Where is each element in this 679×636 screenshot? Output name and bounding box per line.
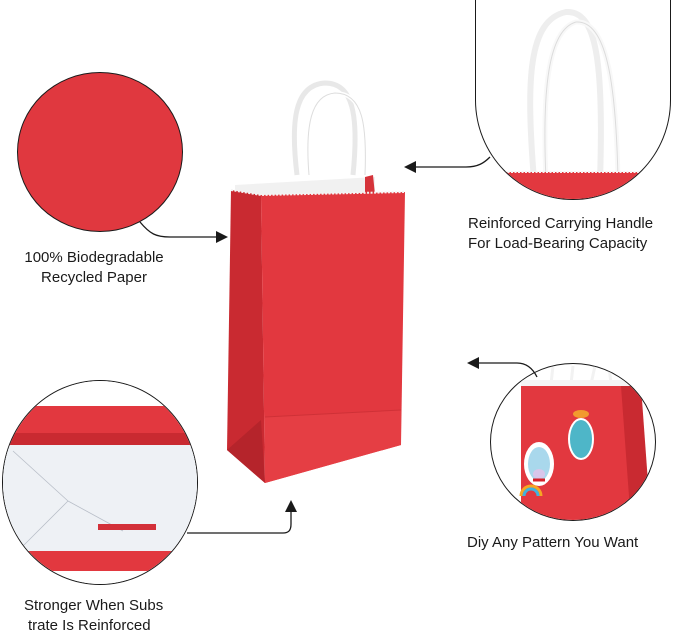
callout-handle-caption: Reinforced Carrying Handle For Load-Bear… — [468, 214, 653, 254]
diy-stickers-closeup — [490, 363, 656, 521]
arrow-right-icon — [139, 221, 228, 243]
callout-diy-caption: Diy Any Pattern You Want — [467, 533, 638, 553]
callout-bottom-line2: trate Is Reinforced — [28, 617, 151, 634]
arrow-left-icon — [404, 156, 491, 173]
callout-bottom-line1: Stronger When Subs — [24, 597, 164, 614]
callout-paper-caption: 100% Biodegradable Recycled Paper — [14, 248, 174, 288]
callout-diy-line1: Diy Any Pattern You Want — [467, 534, 639, 551]
callout-paper-line2: Recycled Paper — [41, 269, 147, 286]
product-bag-image — [225, 65, 465, 485]
callout-paper-line1: 100% Biodegradable — [24, 249, 164, 266]
callout-handle-line1: Reinforced Carrying Handle — [468, 215, 654, 232]
arrow-up-icon — [187, 500, 297, 534]
callout-bottom-caption: Stronger When Subs trate Is Reinforced — [24, 596, 163, 636]
reinforced-bottom-closeup — [2, 380, 198, 585]
callout-handle-line2: For Load-Bearing Capacity — [468, 235, 648, 252]
arrow-left-icon — [467, 357, 538, 378]
handle-closeup — [475, 0, 671, 200]
paper-texture-closeup — [17, 72, 183, 232]
shopping-bag-icon — [227, 80, 406, 483]
